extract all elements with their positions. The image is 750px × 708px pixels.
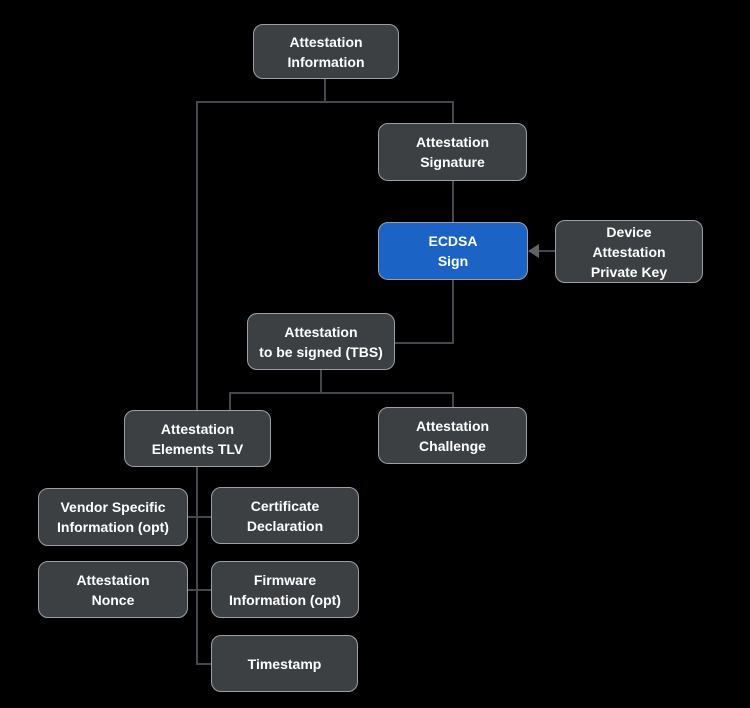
node-attestation-information: Attestation Information bbox=[253, 24, 399, 79]
node-attestation-signature: Attestation Signature bbox=[378, 123, 527, 181]
node-attestation-nonce: Attestation Nonce bbox=[38, 561, 188, 618]
connector-stub-row1 bbox=[187, 516, 212, 518]
node-device-attestation-private-key: Device Attestation Private Key bbox=[555, 220, 703, 283]
connector-tbs-drop bbox=[320, 370, 322, 394]
connector-key-ecdsa bbox=[537, 250, 556, 252]
node-attestation-elements-tlv: Attestation Elements TLV bbox=[124, 410, 271, 467]
arrowhead-key-to-ecdsa bbox=[528, 244, 539, 258]
connector-tbs-bus bbox=[229, 392, 454, 394]
connector-left-trunk-upper bbox=[196, 101, 198, 411]
node-ecdsa-sign: ECDSA Sign bbox=[378, 222, 528, 280]
connector-ecdsa-down bbox=[452, 280, 454, 344]
node-certificate-declaration: Certificate Declaration bbox=[211, 487, 359, 544]
connector-ecdsa-tbs bbox=[395, 342, 454, 344]
connector-signature-ecdsa bbox=[452, 181, 454, 223]
connector-tlv-drop bbox=[229, 392, 231, 411]
connector-challenge-drop bbox=[452, 392, 454, 408]
connector-top-bus bbox=[196, 101, 454, 103]
node-attestation-challenge: Attestation Challenge bbox=[378, 407, 527, 464]
connector-stub-row2 bbox=[187, 589, 212, 591]
node-attestation-tbs: Attestation to be signed (TBS) bbox=[247, 313, 395, 370]
connector-info-drop bbox=[324, 78, 326, 103]
node-firmware-information: Firmware Information (opt) bbox=[211, 561, 359, 618]
connector-timestamp-elbow bbox=[196, 663, 212, 665]
connector-signature-drop bbox=[452, 101, 454, 124]
connector-left-trunk-lower bbox=[196, 466, 198, 665]
node-vendor-specific-information: Vendor Specific Information (opt) bbox=[38, 488, 188, 546]
node-timestamp: Timestamp bbox=[211, 635, 358, 692]
